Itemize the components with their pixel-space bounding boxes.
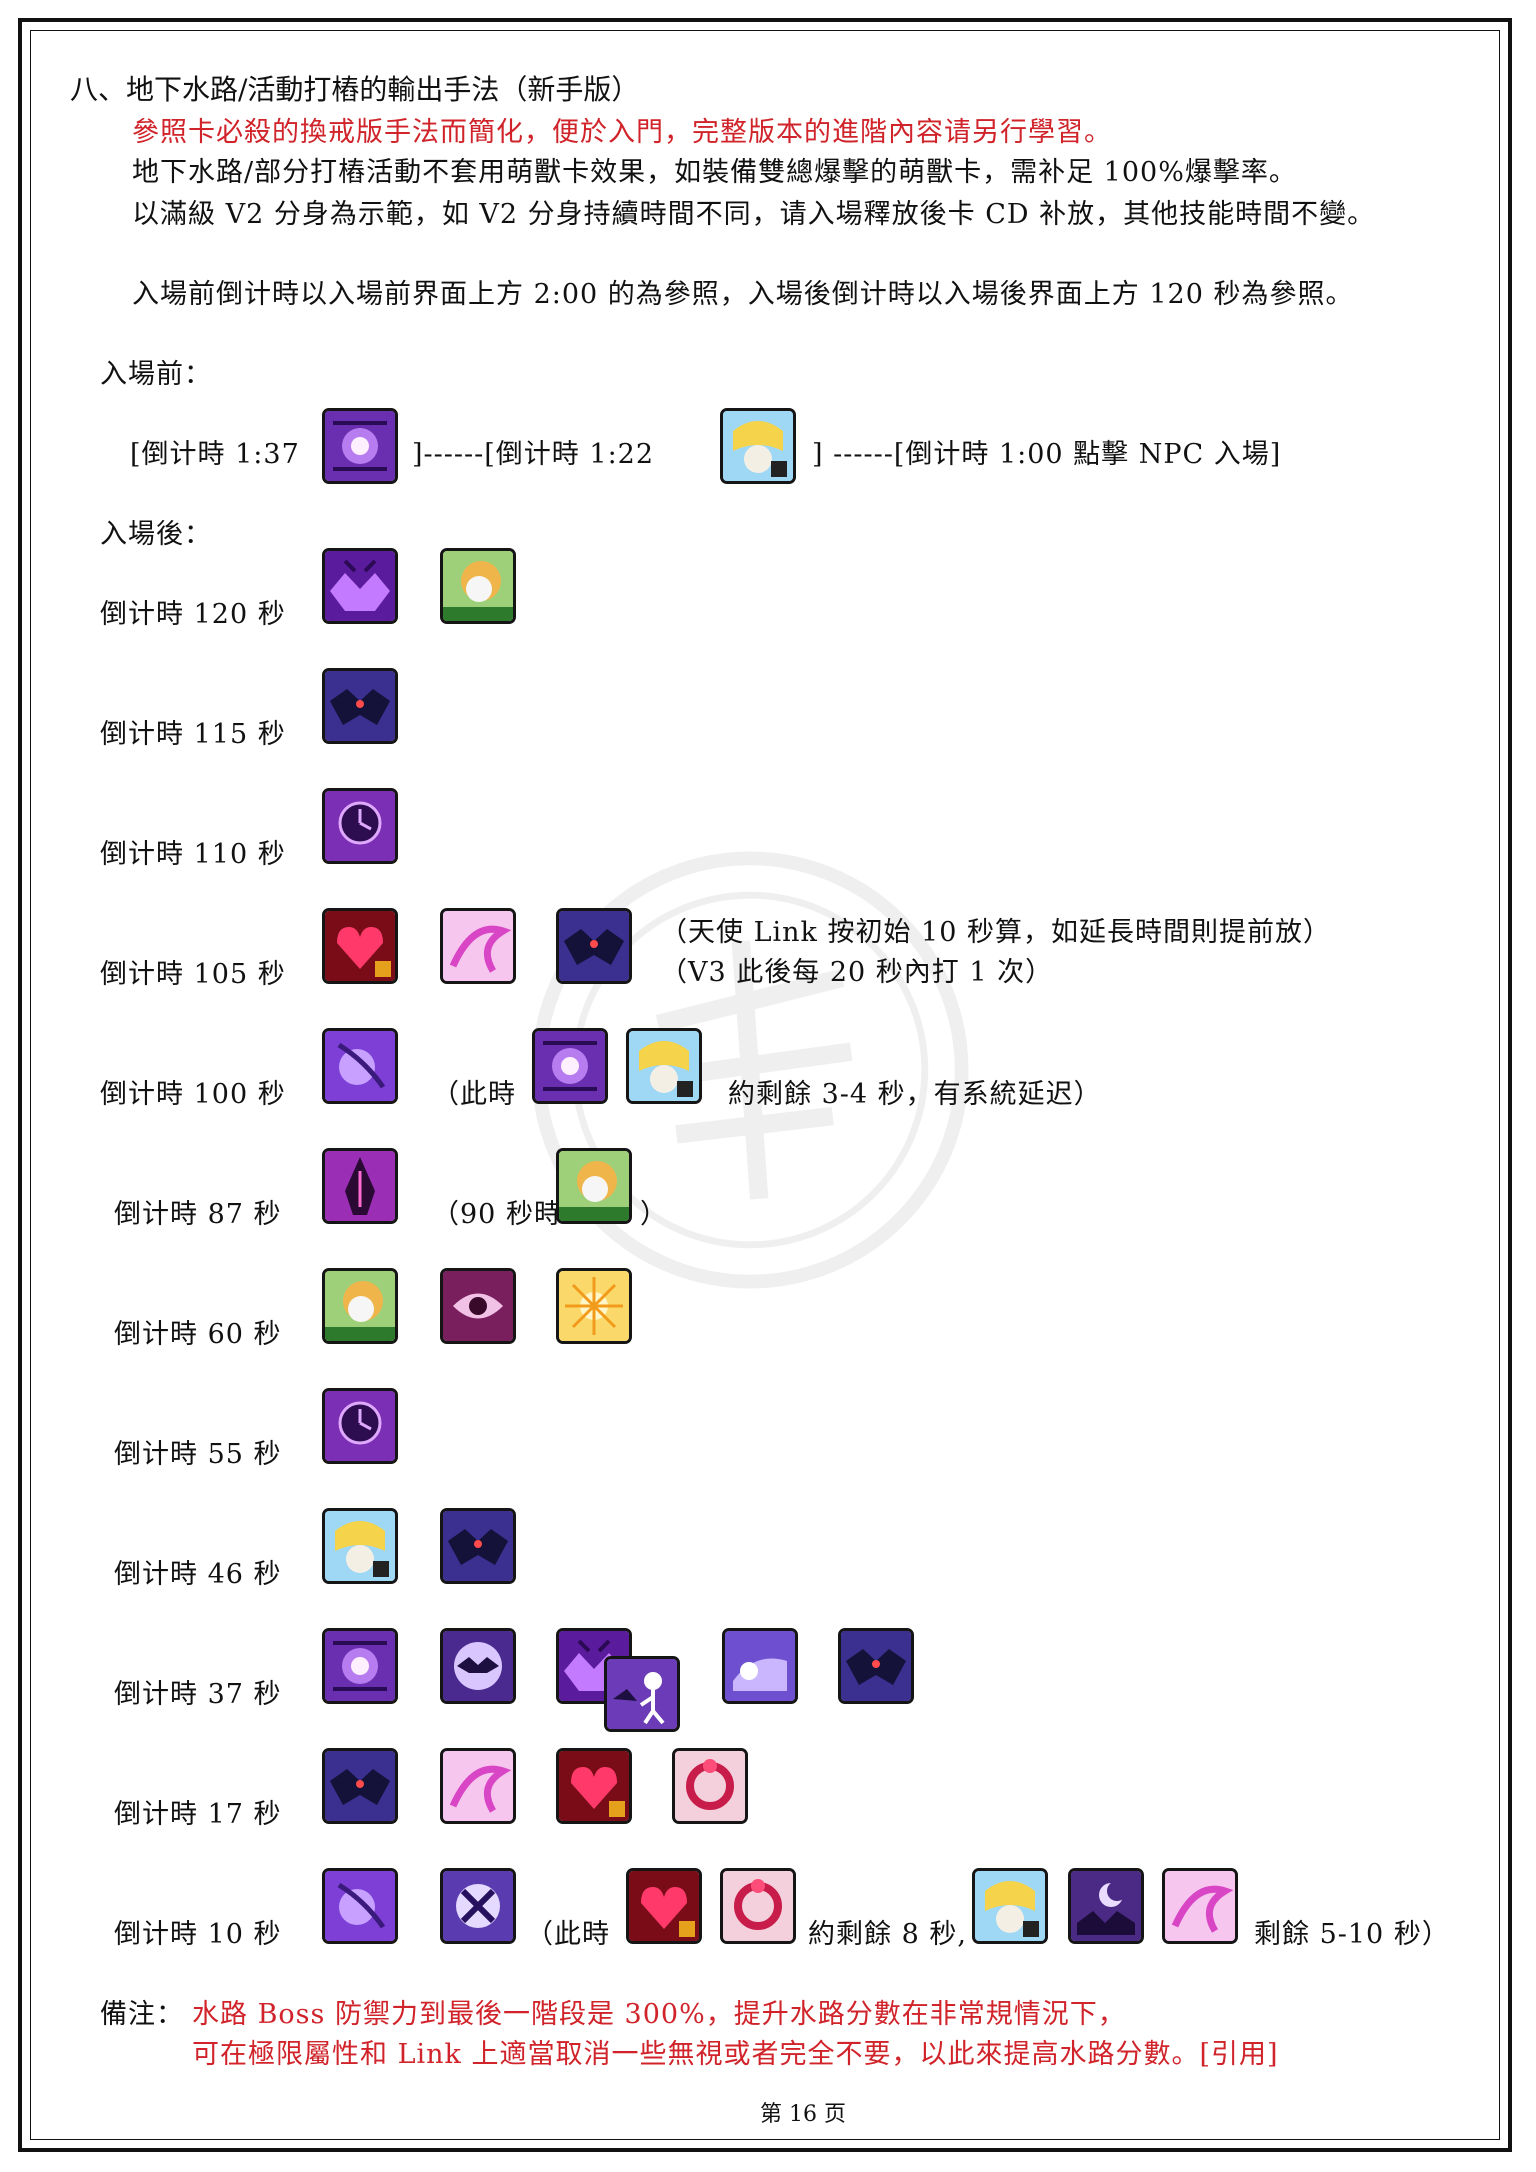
countdown-115-label: 倒计時 115 秒 (100, 719, 286, 750)
countdown-105-note-2: （V3 此後每 20 秒內打 1 次） (660, 957, 1054, 988)
countdown-17-label: 倒计時 17 秒 (114, 1799, 282, 1830)
intro-line-3: 以滿級 V2 分身為示範，如 V2 分身持續時間不同，请入場釋放後卡 CD 补放… (132, 199, 1376, 230)
countdown-87-label: 倒计時 87 秒 (114, 1199, 282, 1230)
after-entry-label: 入場後： (100, 519, 212, 550)
countdown-100-label: 倒计時 100 秒 (100, 1079, 286, 1110)
vortex-orb-icon (440, 1868, 516, 1944)
countdown-105-note-1: （天使 Link 按初始 10 秒算，如延長時間則提前放） (660, 917, 1332, 948)
countdown-46-label: 倒计時 46 秒 (114, 1559, 282, 1590)
purple-orb-sigil-icon (322, 1628, 398, 1704)
before-entry-seg-3: ] ------[倒计時 1:00 點擊 NPC 入場] (812, 439, 1282, 470)
intro-line-2: 地下水路/部分打樁活動不套用萌獸卡效果，如裝備雙總爆擊的萌獸卡，需补足 100%… (132, 157, 1297, 188)
red-ring-icon (720, 1868, 796, 1944)
dark-bat-icon (440, 1508, 516, 1584)
remark-line-2: 可在極限屬性和 Link 上適當取消一些無視或者完全不要，以此來提高水路分數。[… (192, 2039, 1279, 2070)
penguin-hood-link-icon (556, 1148, 632, 1224)
penguin-hood-link-icon (322, 1268, 398, 1344)
dark-bat-icon (322, 668, 398, 744)
purple-orb-sigil-icon (532, 1028, 608, 1104)
page-outer-border (18, 18, 1512, 2152)
countdown-87-note-b: ） (640, 1199, 668, 1230)
countdown-100-note-a: （此時 (432, 1079, 516, 1110)
red-ring-icon (672, 1748, 748, 1824)
countdown-10-note-c: 剩餘 5-10 秒） (1254, 1919, 1450, 1950)
golden-sun-icon (556, 1268, 632, 1344)
evil-eye-icon (440, 1268, 516, 1344)
violet-spirit-icon (322, 1028, 398, 1104)
dark-bat-icon (556, 908, 632, 984)
remark-line-1: 水路 Boss 防禦力到最後一階段是 300%，提升水路分數在非常規情況下， (192, 1999, 1126, 2030)
section-heading: 八、地下水路/活動打樁的輸出手法（新手版） (70, 73, 640, 106)
dark-night-icon (1068, 1868, 1144, 1944)
intro-line-4: 入場前倒计時以入場前界面上方 2:00 的為參照，入場後倒计時以入場後界面上方 … (132, 279, 1354, 310)
pink-ribbon-icon (440, 1748, 516, 1824)
pink-ribbon-icon (440, 908, 516, 984)
angel-link-skill-icon (720, 408, 796, 484)
dark-clock-icon (322, 788, 398, 864)
dark-spire-icon (322, 1148, 398, 1224)
countdown-87-note-a: （90 秒時 (432, 1199, 562, 1230)
crimson-heart-icon (322, 908, 398, 984)
countdown-120-label: 倒计時 120 秒 (100, 599, 286, 630)
page-number: 第 16 页 (760, 2102, 846, 2127)
bat-figure-icon (604, 1656, 680, 1732)
countdown-10-label: 倒计時 10 秒 (114, 1919, 282, 1950)
countdown-10-note-b: 約剩餘 8 秒, (808, 1919, 967, 1950)
bat-eye-orb-icon (440, 1628, 516, 1704)
crimson-heart-icon (626, 1868, 702, 1944)
dark-bat-icon (322, 1748, 398, 1824)
dark-clock-icon (322, 1388, 398, 1464)
countdown-60-label: 倒计時 60 秒 (114, 1319, 282, 1350)
before-entry-label: 入場前： (100, 359, 212, 390)
remark-label: 備注： (100, 1999, 184, 2030)
skull-wave-icon (722, 1628, 798, 1704)
before-entry-seg-2: ]------[倒计時 1:22 (412, 439, 655, 470)
page-inner-border (30, 30, 1500, 2140)
countdown-110-label: 倒计時 110 秒 (100, 839, 286, 870)
countdown-55-label: 倒计時 55 秒 (114, 1439, 282, 1470)
countdown-37-label: 倒计時 37 秒 (114, 1679, 282, 1710)
violet-spirit-icon (322, 1868, 398, 1944)
intro-red-line: 參照卡必殺的換戒版手法而簡化，便於入門，完整版本的進階內容请另行學習。 (132, 117, 1112, 148)
angel-link-skill-icon (972, 1868, 1048, 1944)
crimson-heart-icon (556, 1748, 632, 1824)
countdown-105-label: 倒计時 105 秒 (100, 959, 286, 990)
pink-ribbon-icon (1162, 1868, 1238, 1944)
purple-bat-swarm-icon (322, 548, 398, 624)
countdown-100-note-b: 約剩餘 3-4 秒，有系統延迟） (728, 1079, 1102, 1110)
dark-bat-icon (838, 1628, 914, 1704)
countdown-10-note-a: （此時 (526, 1919, 610, 1950)
before-entry-seg-1: [倒计時 1:37 (130, 439, 300, 470)
penguin-hood-link-icon (440, 548, 516, 624)
angel-link-skill-icon (626, 1028, 702, 1104)
purple-orb-sigil-icon (322, 408, 398, 484)
angel-link-skill-icon (322, 1508, 398, 1584)
